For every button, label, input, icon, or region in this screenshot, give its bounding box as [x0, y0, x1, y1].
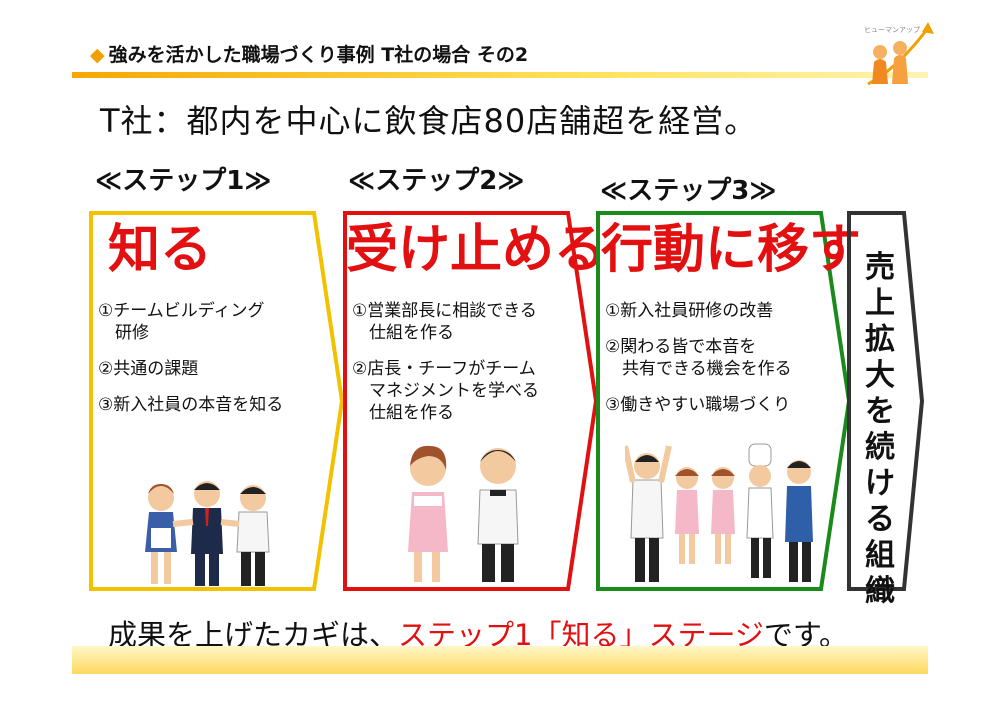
staff-group-illustration — [145, 481, 270, 586]
diamond-icon: ◆ — [90, 44, 105, 66]
step-2-item: ①営業部長に相談できる 仕組を作る — [352, 301, 537, 343]
step-2-item: ②店長・チーフがチーム マネジメントを学べる 仕組を作る — [352, 359, 539, 423]
logo-text: ヒューマンアップ — [864, 26, 920, 34]
company-logo: ヒューマンアップ — [864, 22, 934, 86]
step-1-arrow-border — [89, 211, 345, 591]
step-1-title: 知る — [108, 220, 213, 280]
manager-consult-illustration — [408, 445, 519, 582]
step-1-items: ①チームビルディング 研修 ②共通の課題 ③新入社員の本音を知る — [98, 300, 330, 430]
step-1-item: ①チームビルディング 研修 — [98, 301, 265, 343]
step-1-label: ≪ステップ1≫ — [95, 166, 272, 196]
footer-bar — [72, 646, 928, 674]
step-3-items: ①新入社員研修の改善 ②関わる皆で本音を 共有できる機会を作る ③働きやすい職場… — [605, 300, 837, 430]
headline: T社：都内を中心に飲食店80店舗超を経営。 — [100, 102, 758, 140]
step-3-arrow-border — [596, 211, 852, 591]
step-3-item: ③働きやすい職場づくり — [605, 395, 791, 415]
step-2-label: ≪ステップ2≫ — [348, 166, 525, 196]
result-text: 売上拡大を続ける組織 — [865, 250, 895, 609]
step-2-panel: 受け止める ①営業部長に相談できる 仕組を作る ②店長・チーフがチーム マネジメ… — [342, 210, 606, 592]
page-title: ◆強みを活かした職場づくり事例 T社の場合 その2 — [90, 44, 529, 66]
team-celebration-illustration — [625, 443, 813, 582]
header-divider — [72, 72, 928, 78]
step-3-label: ≪ステップ3≫ — [600, 176, 777, 206]
step-1-item: ③新入社員の本音を知る — [98, 395, 284, 415]
step-2-items: ①営業部長に相談できる 仕組を作る ②店長・チーフがチーム マネジメントを学べる… — [352, 300, 584, 438]
step-3-title: 行動に移す — [601, 220, 862, 280]
step-3-item: ②関わる皆で本音を 共有できる機会を作る — [605, 337, 792, 379]
result-arrow-border — [847, 211, 925, 591]
step-3-item: ①新入社員研修の改善 — [605, 301, 774, 321]
step-1-panel: 知る ①チームビルディング 研修 ②共通の課題 ③新入社員の本音を知る — [88, 210, 348, 592]
step-1-item: ②共通の課題 — [98, 359, 199, 379]
step-2-arrow-border — [343, 211, 599, 591]
result-panel: 売上拡大を続ける組織 — [846, 210, 926, 609]
step-3-panel: 行動に移す ①新入社員研修の改善 ②関わる皆で本音を 共有できる機会を作る ③働… — [595, 210, 861, 592]
step-2-title: 受け止める — [346, 220, 607, 280]
